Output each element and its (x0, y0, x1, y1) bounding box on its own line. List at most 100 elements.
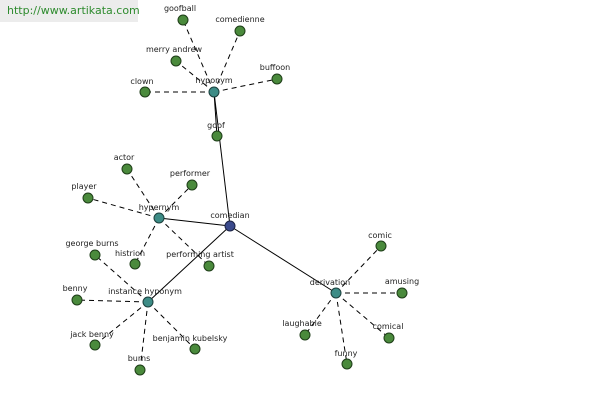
edge-comic (335, 245, 382, 294)
node-dot[interactable] (170, 55, 182, 67)
node-dot[interactable] (341, 358, 353, 370)
node-dot[interactable] (271, 73, 283, 85)
node-dot[interactable] (82, 192, 94, 204)
edge-performer (158, 184, 193, 219)
node-label: amusing (385, 277, 419, 286)
node-dot[interactable] (208, 86, 220, 98)
node-dot[interactable] (330, 287, 342, 299)
node-benjamin-kubelsky[interactable]: benjamin kubelsky (153, 334, 228, 355)
edge-laughable (304, 292, 337, 336)
node-dot[interactable] (203, 260, 215, 272)
node-label: jack benny (69, 330, 114, 339)
node-label: george burns (65, 239, 118, 248)
node-goof[interactable]: goof (207, 121, 225, 142)
node-label: comedienne (215, 15, 264, 24)
node-funny[interactable]: funny (335, 349, 358, 370)
node-label: performer (170, 169, 211, 178)
node-comic[interactable]: comic (368, 231, 392, 252)
node-dot[interactable] (142, 296, 154, 308)
url-banner[interactable]: http://www.artikata.com (0, 0, 140, 22)
node-dot[interactable] (153, 212, 165, 224)
node-dot[interactable] (139, 86, 151, 98)
node-label: performing artist (166, 250, 234, 259)
node-label: hyponym (195, 76, 233, 85)
node-label: instance hyponym (108, 287, 182, 296)
node-comedian[interactable]: comedian (210, 211, 250, 232)
node-instance-hyponym[interactable]: instance hyponym (108, 287, 182, 308)
edge-burns (139, 301, 149, 371)
node-actor[interactable]: actor (114, 153, 135, 175)
edge-goofball (182, 19, 215, 93)
node-performer[interactable]: performer (170, 169, 211, 191)
node-player[interactable]: player (71, 182, 97, 204)
edge-merry_andrew (175, 60, 215, 93)
node-burns[interactable]: burns (128, 354, 151, 376)
node-dot[interactable] (89, 339, 101, 351)
node-dot[interactable] (383, 332, 395, 344)
node-dot[interactable] (121, 163, 133, 175)
node-label: buffoon (260, 63, 291, 72)
node-clown[interactable]: clown (130, 77, 154, 98)
url-link[interactable]: http://www.artikata.com (7, 4, 140, 17)
node-jack-benny[interactable]: jack benny (69, 330, 114, 351)
node-dot[interactable] (177, 14, 189, 26)
node-dot[interactable] (234, 25, 246, 37)
node-label: histrion (115, 249, 145, 258)
node-dot[interactable] (186, 179, 198, 191)
node-performing-artist[interactable]: performing artist (166, 250, 234, 272)
node-dot[interactable] (129, 258, 141, 270)
node-label: comical (373, 322, 404, 331)
edge-comical (335, 292, 390, 339)
node-dot[interactable] (396, 287, 408, 299)
edge-performing_artist (158, 217, 210, 267)
node-label: benny (63, 284, 88, 293)
node-label: laughable (282, 319, 322, 328)
node-label: goofball (164, 4, 196, 13)
node-histrion[interactable]: histrion (115, 249, 145, 270)
node-george-burns[interactable]: george burns (65, 239, 119, 261)
edge-actor (126, 168, 160, 219)
node-label: player (71, 182, 97, 191)
edge-instance_hyponym (147, 225, 231, 303)
node-dot[interactable] (224, 220, 236, 232)
node-label: clown (130, 77, 153, 86)
graph-edges (76, 19, 402, 371)
edge-jack_benny (94, 301, 149, 346)
node-dot[interactable] (89, 249, 101, 261)
node-label: benjamin kubelsky (153, 334, 228, 343)
node-dot[interactable] (375, 240, 387, 252)
edge-benny (76, 299, 149, 303)
node-laughable[interactable]: laughable (282, 319, 322, 341)
node-label: burns (128, 354, 151, 363)
node-comical[interactable]: comical (373, 322, 404, 344)
node-label: derivation (310, 278, 350, 287)
edge-comedienne (213, 30, 241, 93)
node-dot[interactable] (71, 294, 83, 306)
node-dot[interactable] (211, 130, 223, 142)
node-label: comic (368, 231, 392, 240)
node-dot[interactable] (299, 329, 311, 341)
node-benny[interactable]: benny (63, 284, 88, 306)
node-amusing[interactable]: amusing (385, 277, 419, 299)
node-label: hypernym (139, 203, 180, 212)
edge-hyponym_top (213, 91, 231, 227)
edge-funny (335, 292, 348, 365)
node-derivation[interactable]: derivation (310, 278, 350, 299)
edge-hypernym (158, 217, 231, 227)
node-label: funny (335, 349, 358, 358)
edge-derivation (229, 225, 337, 294)
node-dot[interactable] (189, 343, 201, 355)
node-hypernym[interactable]: hypernym (139, 203, 180, 224)
node-label: goof (207, 121, 225, 130)
node-goofball[interactable]: goofball (164, 4, 196, 26)
node-comedienne[interactable]: comedienne (215, 15, 265, 37)
node-label: comedian (210, 211, 249, 220)
node-merry-andrew[interactable]: merry andrew (146, 45, 203, 67)
edge-player (87, 197, 160, 219)
node-label: actor (114, 153, 135, 162)
graph-nodes: goof goofball comedienne merry andrew clown b… (63, 4, 419, 376)
node-buffoon[interactable]: buffoon (260, 63, 291, 85)
node-hyponym-top[interactable]: hyponym (195, 76, 233, 98)
node-dot[interactable] (134, 364, 146, 376)
